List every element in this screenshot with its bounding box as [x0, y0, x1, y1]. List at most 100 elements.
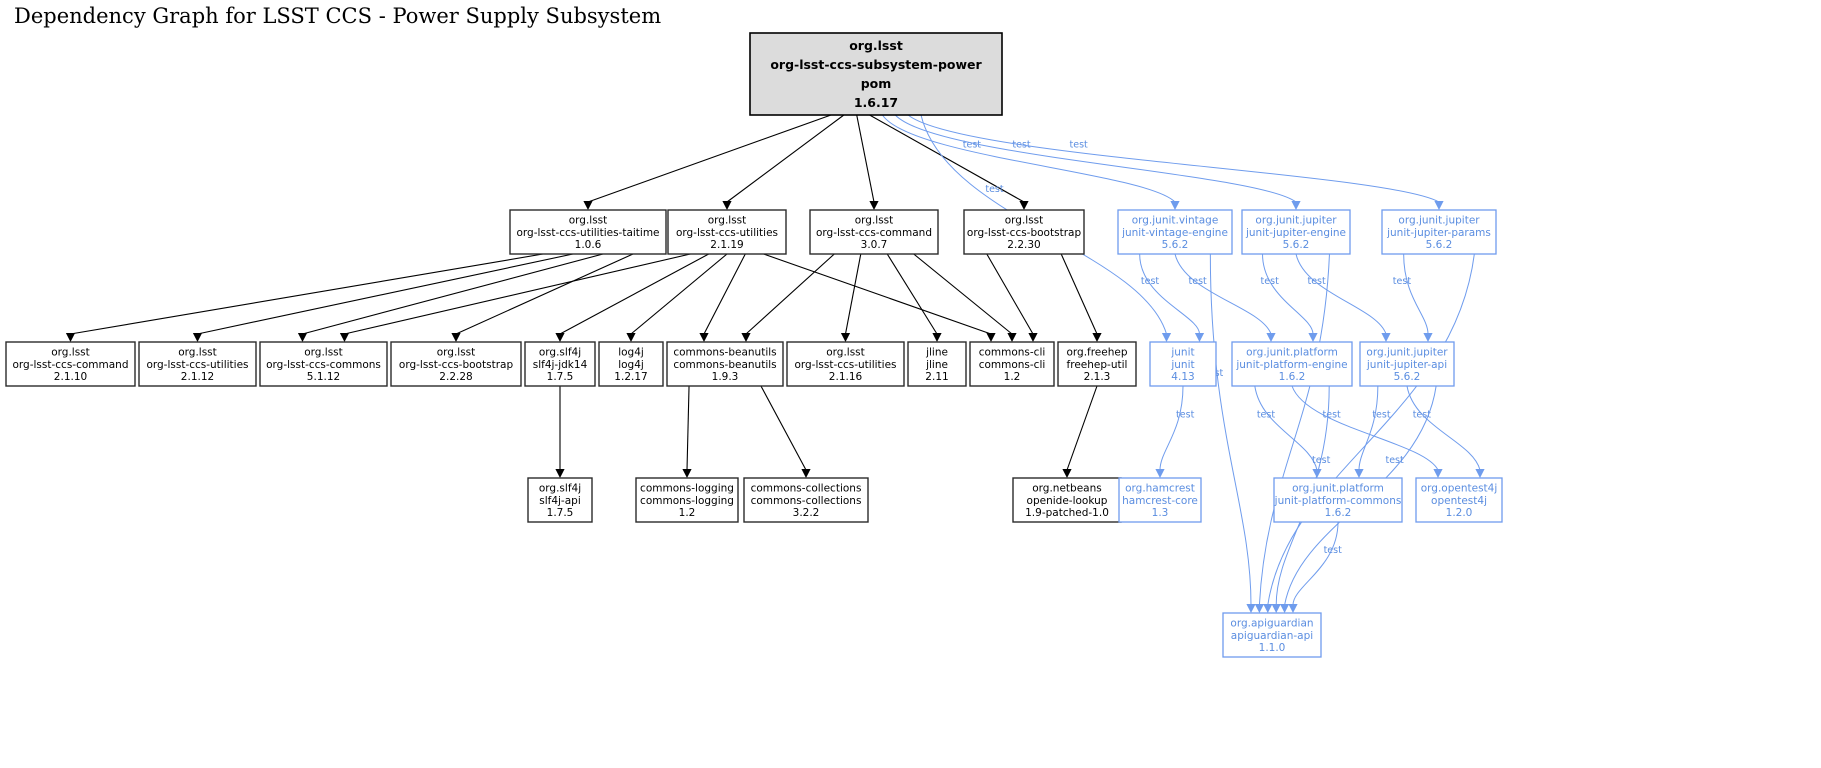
node-group-id: junit	[1170, 347, 1194, 359]
node-box[interactable]	[743, 477, 869, 523]
node-group-id: org.lsst	[304, 347, 343, 359]
node-group-id: org.lsst	[826, 347, 865, 359]
node-version: 1.2.17	[614, 371, 647, 383]
node-box[interactable]	[524, 341, 596, 387]
node-version: 2.1.3	[1084, 371, 1111, 383]
node-artifact-id: org-lsst-ccs-utilities	[676, 227, 778, 239]
node-box[interactable]	[1359, 341, 1455, 387]
node-box[interactable]	[1118, 477, 1202, 523]
node-box[interactable]	[1231, 341, 1353, 387]
node-version: 2.2.30	[1007, 239, 1040, 251]
node-artifact-id: org-lsst-ccs-subsystem-power	[770, 57, 982, 72]
node-artifact-id: opentest4j	[1431, 495, 1487, 507]
graph-node[interactable]: commons-collectionscommons-collections3.…	[743, 477, 869, 523]
node-box[interactable]	[1273, 477, 1403, 523]
graph-node[interactable]: org.lsstorg-lsst-ccs-subsystem-powerpom1…	[749, 32, 1003, 116]
node-box[interactable]	[635, 477, 739, 523]
graph-node[interactable]: org.junit.platformjunit-platform-engine1…	[1231, 341, 1353, 387]
node-box[interactable]	[259, 341, 388, 387]
edge-arrowhead	[1288, 604, 1298, 613]
edge-scope-label: test	[1323, 409, 1342, 420]
node-box[interactable]	[907, 341, 967, 387]
node-box[interactable]	[749, 32, 1003, 116]
node-box[interactable]	[1241, 209, 1351, 255]
page-title: Dependency Graph for LSST CCS - Power Su…	[14, 4, 662, 28]
graph-edge	[913, 253, 1013, 335]
node-group-id: org.junit.jupiter	[1366, 347, 1448, 359]
node-artifact-id: junit-platform-engine	[1235, 359, 1347, 371]
graph-edge	[1066, 385, 1098, 471]
node-artifact-id: commons-logging	[640, 495, 734, 507]
node-box[interactable]	[969, 341, 1055, 387]
node-box[interactable]	[527, 477, 593, 523]
graph-edge	[197, 253, 574, 335]
graph-edge	[1060, 253, 1098, 335]
node-box[interactable]	[963, 209, 1085, 255]
node-box[interactable]	[5, 341, 136, 387]
node-group-id: commons-cli	[979, 347, 1046, 359]
node-artifact-id: org-lsst-ccs-utilities	[794, 359, 896, 371]
node-box[interactable]	[667, 209, 787, 255]
edge-arrowhead	[801, 469, 811, 478]
node-box[interactable]	[1381, 209, 1497, 255]
edge-arrowhead	[1271, 604, 1281, 613]
graph-node[interactable]: org.lsstorg-lsst-ccs-utilities-taitime1.…	[509, 209, 667, 255]
edge-arrowhead	[1155, 469, 1165, 478]
node-group-id: log4j	[618, 347, 644, 359]
node-box[interactable]	[138, 341, 257, 387]
node-group-id: org.hamcrest	[1125, 483, 1195, 495]
edge-scope-label: test	[963, 139, 982, 150]
graph-node[interactable]: org.junit.vintagejunit-vintage-engine5.6…	[1117, 209, 1233, 255]
node-artifact-id: slf4j-api	[539, 495, 581, 507]
node-box[interactable]	[1117, 209, 1233, 255]
node-version: 2.2.28	[439, 371, 472, 383]
node-box[interactable]	[786, 341, 905, 387]
node-artifact-id: log4j	[618, 359, 644, 371]
node-box[interactable]	[598, 341, 664, 387]
node-box[interactable]	[1012, 477, 1122, 523]
node-box[interactable]	[666, 341, 784, 387]
node-box[interactable]	[1415, 477, 1503, 523]
graph-edge	[1358, 385, 1379, 471]
edge-arrowhead	[986, 333, 996, 342]
node-artifact-id: org-lsst-ccs-bootstrap	[967, 227, 1082, 239]
edge-arrowhead	[682, 469, 692, 478]
graph-node[interactable]: org.junit.platformjunit-platform-commons…	[1273, 477, 1403, 523]
edge-arrowhead	[339, 333, 350, 342]
node-box[interactable]	[1222, 612, 1322, 658]
edge-arrowhead	[1354, 469, 1364, 478]
edge-arrowhead	[1280, 604, 1290, 613]
graph-node[interactable]: org.netbeansopenide-lookup1.9-patched-1.…	[1012, 477, 1122, 523]
node-box[interactable]	[509, 209, 667, 255]
node-box[interactable]	[1149, 341, 1217, 387]
node-group-id: org.junit.jupiter	[1255, 215, 1337, 227]
node-box[interactable]	[390, 341, 522, 387]
node-group-id: org.lsst	[849, 38, 903, 53]
graph-node[interactable]: org.junit.jupiterjunit-jupiter-engine5.6…	[1241, 209, 1351, 255]
node-box[interactable]	[809, 209, 939, 255]
node-box[interactable]	[1057, 341, 1137, 387]
graph-node[interactable]: org.junit.jupiterjunit-jupiter-params5.6…	[1381, 209, 1497, 255]
